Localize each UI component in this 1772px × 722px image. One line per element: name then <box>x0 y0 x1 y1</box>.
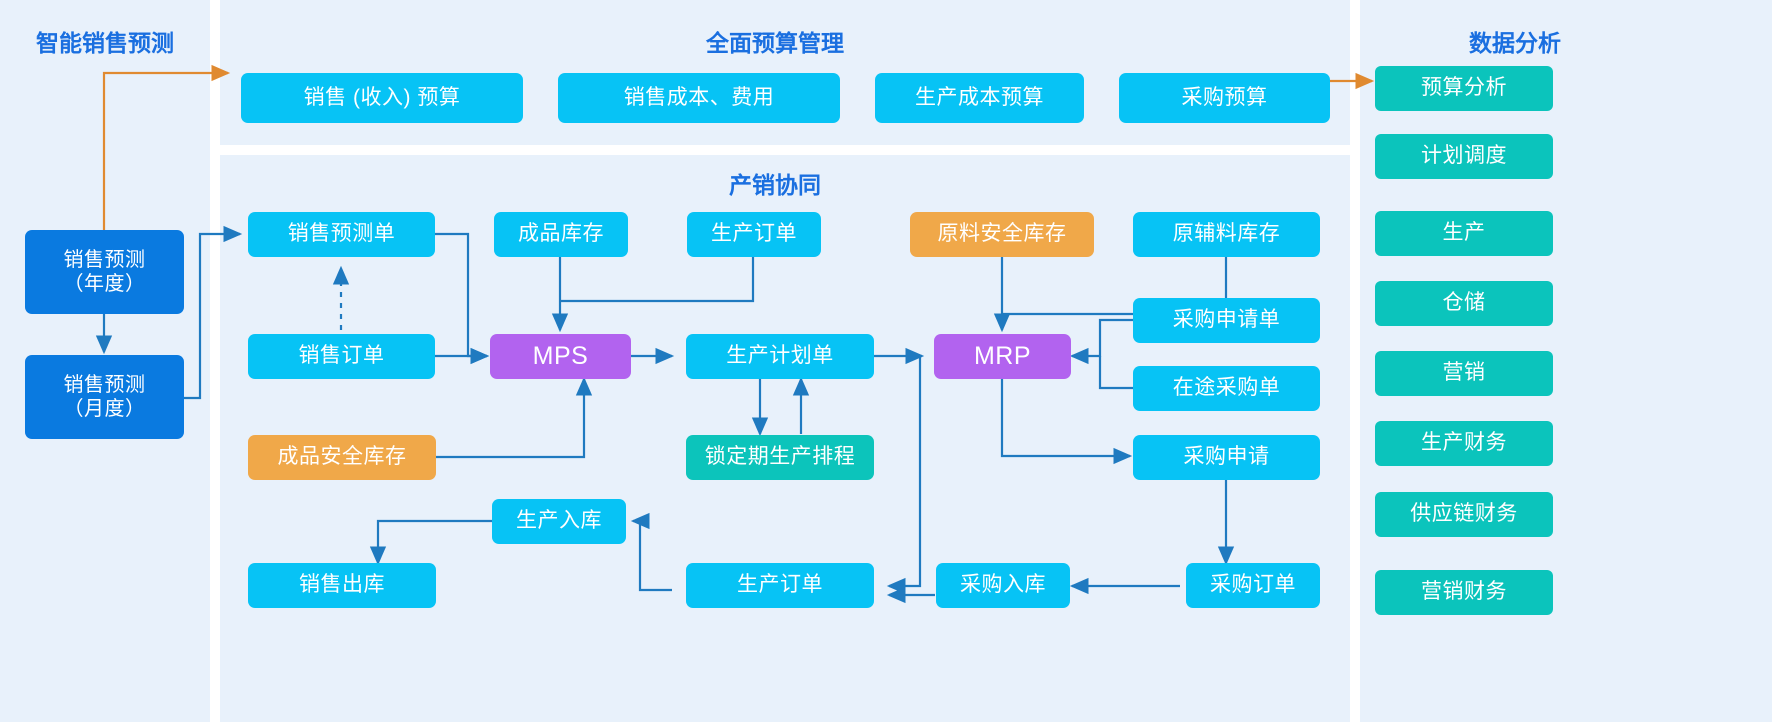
panel-title-data-analysis: 数据分析 <box>1469 30 1561 56</box>
node-sales-order[interactable]: 销售订单 <box>248 334 435 379</box>
sidebar-item-production-finance[interactable]: 生产财务 <box>1375 421 1553 466</box>
panel-title-budget-management: 全面预算管理 <box>706 30 844 56</box>
node-production-cost-budget[interactable]: 生产成本预算 <box>875 73 1084 123</box>
node-sales-forecast-order[interactable]: 销售预测单 <box>248 212 435 257</box>
sidebar-item-marketing[interactable]: 营销 <box>1375 351 1553 396</box>
node-production-order-bottom[interactable]: 生产订单 <box>686 563 874 608</box>
node-mrp[interactable]: MRP <box>934 334 1071 379</box>
node-purchase-request-form[interactable]: 采购申请单 <box>1133 298 1320 343</box>
node-forecast-month[interactable]: 销售预测 （月度） <box>25 355 184 439</box>
sidebar-item-budget-analysis[interactable]: 预算分析 <box>1375 66 1553 111</box>
node-finished-goods-stock[interactable]: 成品库存 <box>494 212 628 257</box>
node-in-transit-purchase[interactable]: 在途采购单 <box>1133 366 1320 411</box>
node-purchase-order[interactable]: 采购订单 <box>1186 563 1320 608</box>
node-sales-outbound[interactable]: 销售出库 <box>248 563 436 608</box>
node-finished-safety-stock[interactable]: 成品安全库存 <box>248 435 436 480</box>
node-production-inbound[interactable]: 生产入库 <box>492 499 626 544</box>
node-material-safety-stock[interactable]: 原料安全库存 <box>910 212 1094 257</box>
sidebar-item-warehousing[interactable]: 仓储 <box>1375 281 1553 326</box>
node-raw-aux-material-stock[interactable]: 原辅料库存 <box>1133 212 1320 257</box>
node-forecast-year-line1: 销售预测 <box>63 248 146 271</box>
sidebar-item-plan-scheduling[interactable]: 计划调度 <box>1375 134 1553 179</box>
node-purchase-inbound[interactable]: 采购入库 <box>936 563 1070 608</box>
node-sales-revenue-budget[interactable]: 销售 (收入) 预算 <box>241 73 523 123</box>
sidebar-item-production[interactable]: 生产 <box>1375 211 1553 256</box>
sidebar-item-marketing-finance[interactable]: 营销财务 <box>1375 570 1553 615</box>
node-purchase-budget[interactable]: 采购预算 <box>1119 73 1330 123</box>
node-forecast-year-line2: （年度） <box>63 273 146 295</box>
node-mps[interactable]: MPS <box>490 334 631 379</box>
node-sales-cost-expense[interactable]: 销售成本、费用 <box>558 73 840 123</box>
panel-title-smart-sales-forecast: 智能销售预测 <box>36 30 174 56</box>
panel-title-production-sales-collab: 产销协同 <box>729 172 821 198</box>
node-forecast-year[interactable]: 销售预测 （年度） <box>25 230 184 314</box>
node-production-plan-order[interactable]: 生产计划单 <box>686 334 874 379</box>
node-forecast-month-line2: （月度） <box>63 398 146 420</box>
node-purchase-request[interactable]: 采购申请 <box>1133 435 1320 480</box>
node-forecast-month-line1: 销售预测 <box>63 373 146 396</box>
node-locked-period-schedule[interactable]: 锁定期生产排程 <box>686 435 874 480</box>
sidebar-item-supply-chain-finance[interactable]: 供应链财务 <box>1375 492 1553 537</box>
node-production-order-top[interactable]: 生产订单 <box>687 212 821 257</box>
